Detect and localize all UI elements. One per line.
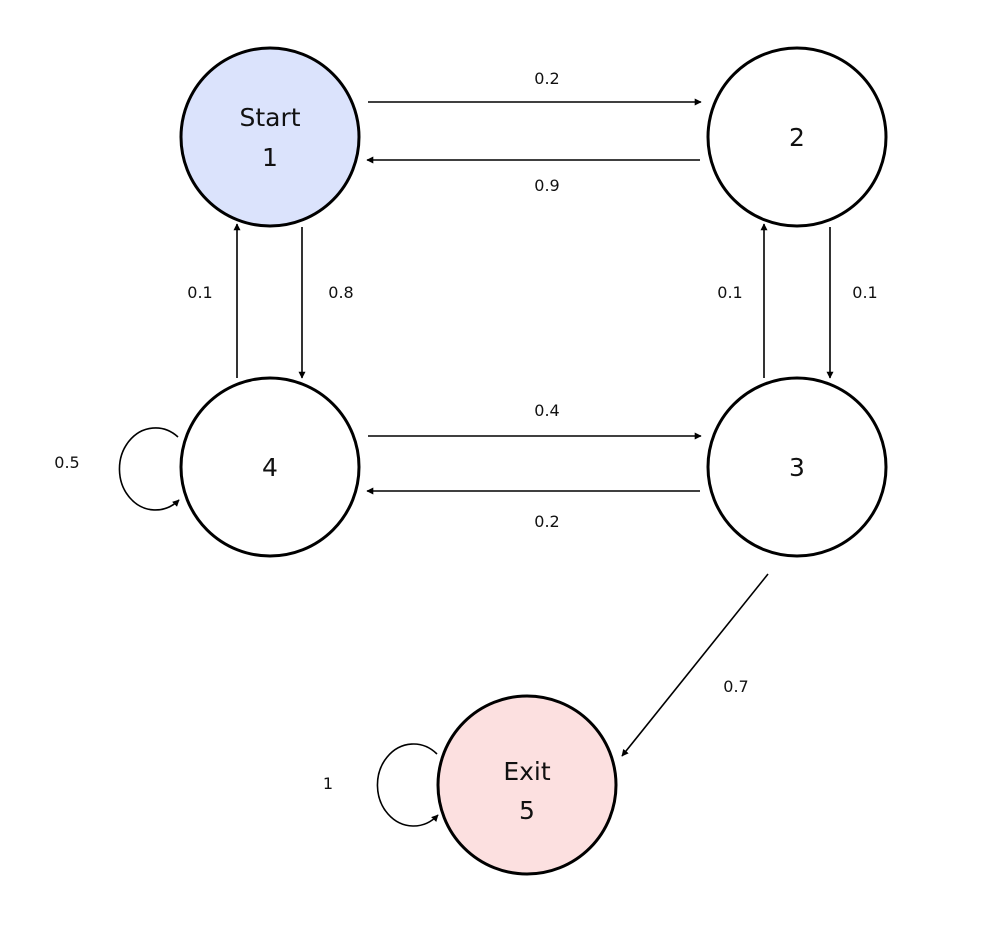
edge-3-to-5: 0.7 [621,573,769,757]
edge-label-4-self-loop: 0.5 [54,453,79,472]
edge-label-2-to-3: 0.1 [852,283,877,302]
edge-label-3-to-2: 0.1 [717,283,742,302]
edge-label-3-to-4: 0.2 [534,512,559,531]
edge-4-to-1: 0.1 [187,223,241,378]
node-3-number: 3 [789,453,805,482]
edge-2-to-3: 0.1 [826,227,878,379]
node-1: Start 1 [179,46,361,228]
node-4-number: 4 [262,453,278,482]
edge-2-to-1: 0.9 [366,156,700,195]
edge-label-3-to-5: 0.7 [723,677,748,696]
edges: 0.2 0.9 0.8 0.1 0.1 0.1 0.4 [54,69,878,827]
edge-label-1-to-2: 0.2 [534,69,559,88]
node-2-circle [706,46,888,228]
node-4-circle [179,376,361,558]
node-5-circle [436,694,618,876]
node-1-number: 1 [262,143,278,172]
edge-label-4-to-1: 0.1 [187,283,212,302]
node-3-circle [706,376,888,558]
node-4: 4 [179,376,361,558]
edge-3-to-2: 0.1 [717,223,768,378]
edge-label-2-to-1: 0.9 [534,176,559,195]
node-5-title: Exit [503,757,551,786]
edge-1-to-4: 0.8 [298,227,354,379]
edge-label-4-to-3: 0.4 [534,401,559,420]
edge-label-1-to-4: 0.8 [328,283,353,302]
edge-4-to-3: 0.4 [368,401,702,440]
edge-5-self-loop: 1 [323,743,439,827]
node-2-number: 2 [789,123,805,152]
edge-3-to-4: 0.2 [366,487,700,531]
edge-4-self-loop: 0.5 [54,427,180,511]
node-2: 2 [706,46,888,228]
node-1-title: Start [239,103,300,132]
edge-1-to-2: 0.2 [368,69,702,106]
edge-label-5-self-loop: 1 [323,774,333,793]
node-5-number: 5 [519,796,535,825]
node-1-circle [179,46,361,228]
nodes: Start 1 2 3 4 Exit 5 [179,46,888,876]
node-3: 3 [706,376,888,558]
node-5: Exit 5 [436,694,618,876]
